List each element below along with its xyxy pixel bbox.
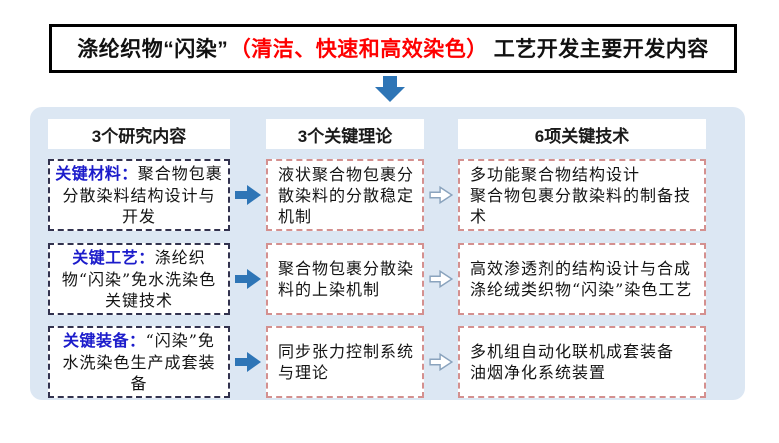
theory-box-materials: 液状聚合物包裹分散染料的分散稳定机制 bbox=[266, 159, 424, 232]
arrow-cell bbox=[230, 159, 266, 231]
right-arrow-solid-icon bbox=[235, 185, 261, 206]
technology-box-equipment: 多机组自动化联机成套装备 油烟净化系统装置 bbox=[458, 326, 706, 399]
arrow-cell bbox=[230, 243, 266, 315]
right-arrow-outline-icon bbox=[429, 270, 453, 289]
research-text-equipment: “闪染”免水洗染色生产成套装备 bbox=[62, 331, 216, 394]
theory-text-materials: 液状聚合物包裹分散染料的分散稳定机制 bbox=[278, 164, 415, 226]
title-to-panel-connector bbox=[0, 76, 779, 102]
arrow-cell bbox=[424, 243, 458, 315]
theory-box-process: 聚合物包裹分散染料的上染机制 bbox=[266, 243, 424, 316]
right-arrow-outline-icon bbox=[429, 186, 453, 205]
title-box: 涤纶织物“闪染” （清洁、快速和高效染色）工艺开发主要开发内容 bbox=[49, 24, 737, 73]
header-row: 3个研究内容 3个关键理论 6项关键技术 bbox=[48, 119, 745, 149]
research-text-materials: 聚合物包裹分散染料结构设计与开发 bbox=[62, 164, 223, 227]
header-key-technologies: 6项关键技术 bbox=[458, 119, 706, 149]
arrow-cell bbox=[230, 326, 266, 398]
diagram-row-equipment: 关键装备：“闪染”免水洗染色生产成套装备 同步张力控制系统与理论 多机组自动化联… bbox=[48, 326, 745, 399]
technology-box-process: 高效渗透剂的结构设计与合成 涤纶绒类织物“闪染”染色工艺 bbox=[458, 243, 706, 316]
research-box-materials: 关键材料：聚合物包裹分散染料结构设计与开发 bbox=[48, 159, 230, 232]
diagram-row-materials: 关键材料：聚合物包裹分散染料结构设计与开发 液状聚合物包裹分散染料的分散稳定机制… bbox=[48, 159, 745, 232]
technology-box-materials: 多功能聚合物结构设计 聚合物包裹分散染料的制备技术 bbox=[458, 159, 706, 232]
title-part3: 工艺开发主要开发内容 bbox=[493, 38, 709, 61]
theory-text-process: 聚合物包裹分散染料的上染机制 bbox=[278, 259, 415, 300]
research-text-process: 涤纶织物“闪染”免水洗染色关键技术 bbox=[61, 248, 217, 311]
down-arrow-icon bbox=[374, 76, 405, 102]
research-label-process: 关键工艺： bbox=[72, 250, 155, 267]
technology-text-process: 高效渗透剂的结构设计与合成 涤纶绒类织物“闪染”染色工艺 bbox=[470, 259, 693, 300]
title-part1: 涤纶织物“闪染” bbox=[77, 38, 229, 61]
header-research-contents: 3个研究内容 bbox=[48, 119, 230, 149]
right-arrow-solid-icon bbox=[235, 352, 261, 373]
research-box-process: 关键工艺：涤纶织物“闪染”免水洗染色关键技术 bbox=[48, 243, 230, 316]
right-arrow-outline-icon bbox=[429, 353, 453, 372]
research-box-equipment: 关键装备：“闪染”免水洗染色生产成套装备 bbox=[48, 326, 230, 399]
diagram-row-process: 关键工艺：涤纶织物“闪染”免水洗染色关键技术 聚合物包裹分散染料的上染机制 高效… bbox=[48, 243, 745, 316]
research-label-materials: 关键材料： bbox=[55, 166, 138, 183]
technology-text-materials: 多功能聚合物结构设计 聚合物包裹分散染料的制备技术 bbox=[470, 164, 692, 226]
content-panel: 3个研究内容 3个关键理论 6项关键技术 关键材料：聚合物包裹分散染料结构设计与… bbox=[30, 107, 745, 400]
right-arrow-solid-icon bbox=[235, 269, 261, 290]
technology-text-equipment: 多机组自动化联机成套装备 油烟净化系统装置 bbox=[470, 342, 675, 383]
title-red-part: （清洁、快速和高效染色） bbox=[240, 38, 488, 61]
research-label-equipment: 关键装备： bbox=[63, 333, 146, 350]
theory-box-equipment: 同步张力控制系统与理论 bbox=[266, 326, 424, 399]
arrow-cell bbox=[424, 326, 458, 398]
arrow-cell bbox=[424, 159, 458, 231]
theory-text-equipment: 同步张力控制系统与理论 bbox=[278, 342, 415, 383]
header-key-theories: 3个关键理论 bbox=[266, 119, 424, 149]
